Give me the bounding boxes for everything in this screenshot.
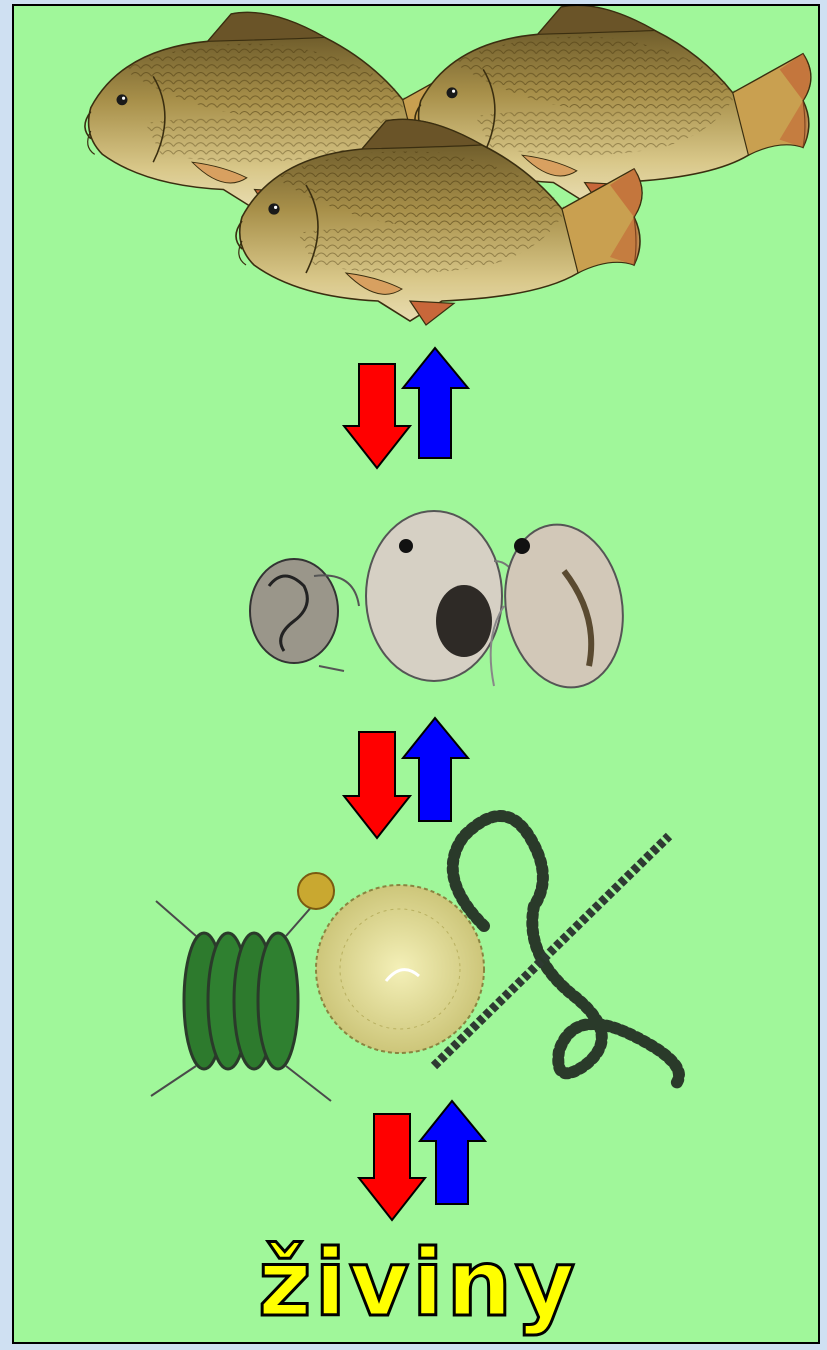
arrow-down-icon <box>359 1114 425 1220</box>
arrow-pair-1 <box>344 348 468 468</box>
diagram-frame: živiny <box>12 4 820 1344</box>
algae-icon <box>151 816 679 1101</box>
arrow-pair-3 <box>359 1101 485 1220</box>
arrow-down-icon <box>344 364 410 468</box>
food-chain-svg <box>14 6 820 1344</box>
arrow-up-icon <box>403 718 468 821</box>
zooplankton-icon <box>250 511 635 697</box>
carp-fish-icon <box>85 6 811 325</box>
arrow-up-icon <box>420 1101 485 1204</box>
nutrients-label: živiny <box>14 1238 820 1330</box>
arrow-up-icon <box>403 348 468 458</box>
arrow-pair-2 <box>344 718 468 838</box>
arrow-down-icon <box>344 732 410 838</box>
